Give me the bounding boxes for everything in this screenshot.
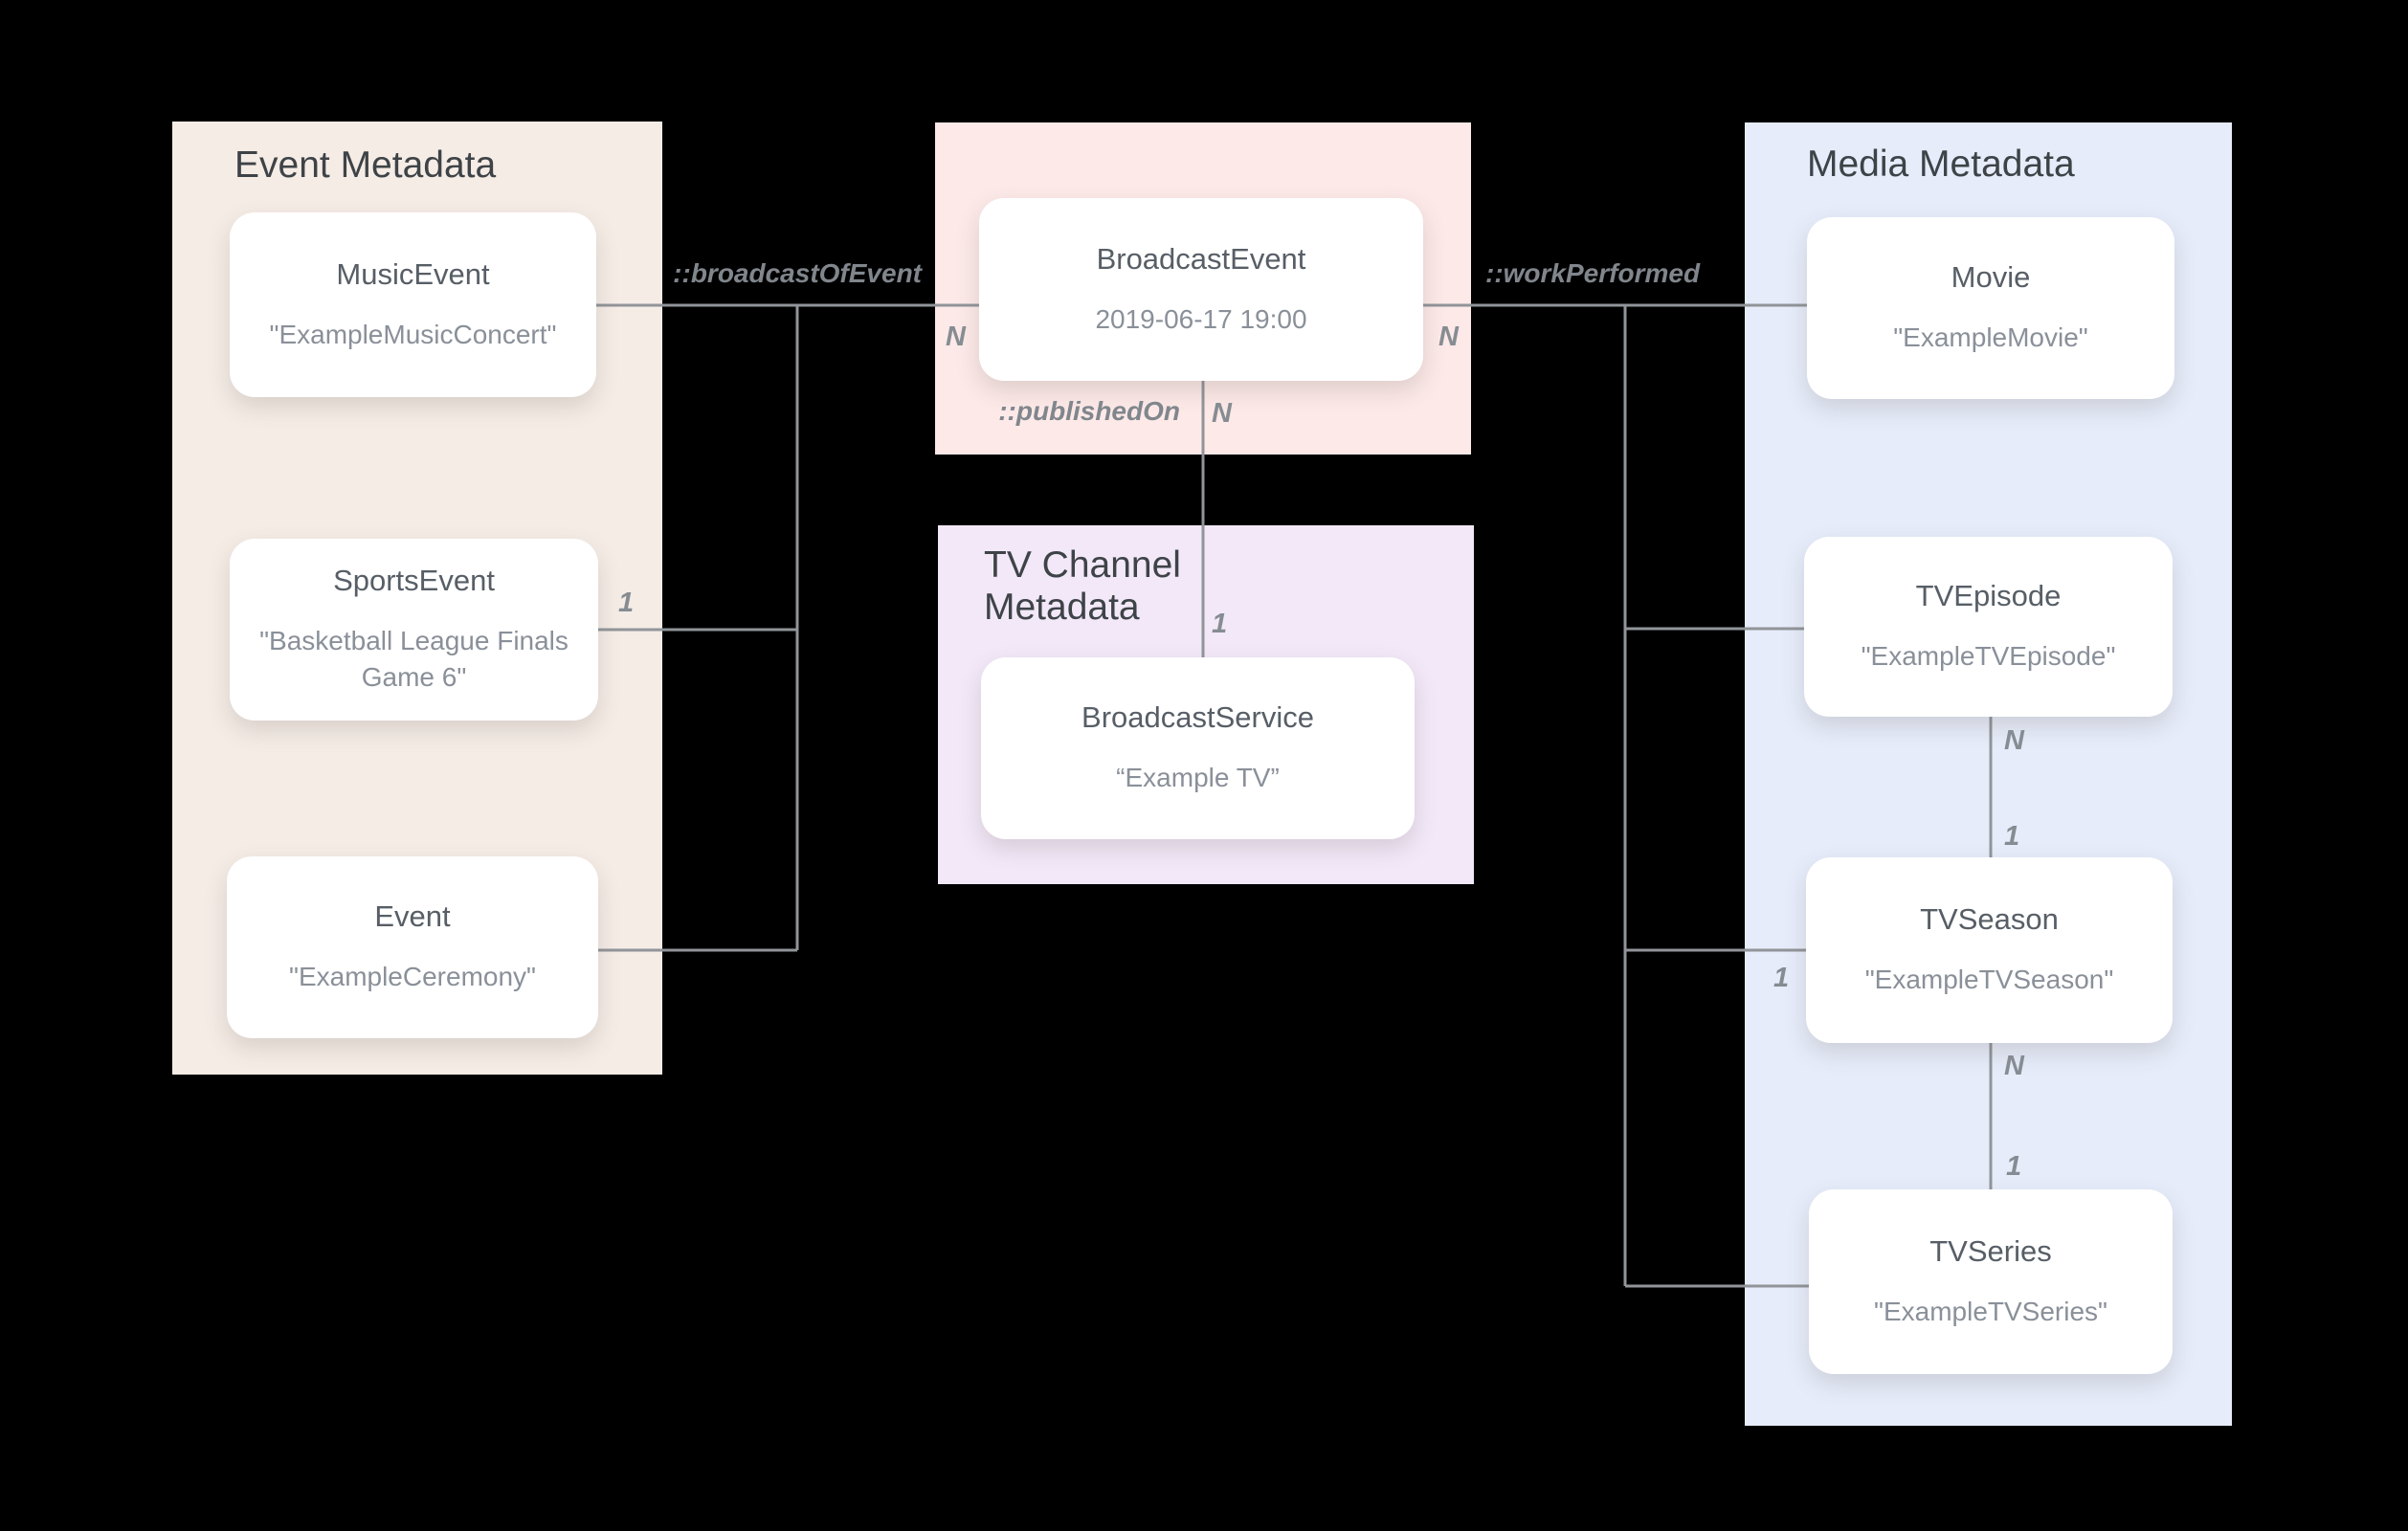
- node-broadcast-service: BroadcastService “Example TV”: [981, 657, 1415, 839]
- node-name: TVSeries: [1929, 1233, 2052, 1268]
- node-name: TVEpisode: [1915, 579, 2062, 613]
- panel-title-tv-channel-metadata: TV Channel Metadata: [984, 544, 1181, 628]
- edge-label-work-performed: ::workPerformed: [1485, 258, 1701, 288]
- node-event: Event "ExampleCeremony": [227, 856, 598, 1038]
- panel-title-event-metadata: Event Metadata: [234, 144, 497, 186]
- cardinality-n-workperformed: N: [1438, 322, 1459, 352]
- node-sports-event: SportsEvent "Basketball League Finals Ga…: [230, 539, 598, 721]
- panel-title-media-metadata: Media Metadata: [1807, 144, 2075, 185]
- cardinality-n-broadcastofevent: N: [946, 322, 966, 352]
- node-name: BroadcastService: [1081, 700, 1314, 735]
- node-broadcast-event: BroadcastEvent 2019-06-17 19:00: [979, 198, 1423, 381]
- node-name: Event: [374, 899, 451, 934]
- cardinality-1-tvseries: 1: [2006, 1151, 2022, 1182]
- cardinality-1-broadcastservice: 1: [1212, 609, 1228, 639]
- node-name: TVSeason: [1920, 902, 2059, 937]
- node-tv-series: TVSeries "ExampleTVSeries": [1809, 1189, 2173, 1374]
- node-value: "ExampleTVSeason": [1864, 965, 2114, 995]
- node-tv-episode: TVEpisode "ExampleTVEpisode": [1804, 537, 2173, 717]
- edge-label-broadcast-of-event: ::broadcastOfEvent: [673, 258, 922, 288]
- cardinality-n-tvepisode: N: [2004, 725, 2024, 756]
- node-value: "ExampleTVSeries": [1874, 1296, 2107, 1326]
- node-value: "ExampleCeremony": [289, 962, 536, 992]
- cardinality-1-tvseason-top: 1: [2004, 821, 2020, 852]
- node-value: "ExampleMovie": [1893, 322, 2088, 353]
- node-name: SportsEvent: [333, 564, 495, 598]
- node-value: 2019-06-17 19:00: [1095, 303, 1307, 334]
- cardinality-n-publishedon: N: [1212, 398, 1232, 429]
- node-value: "ExampleMusicConcert": [269, 319, 557, 349]
- node-movie: Movie "ExampleMovie": [1807, 217, 2174, 399]
- cardinality-1-sportsevent: 1: [618, 588, 635, 618]
- node-value: "ExampleTVEpisode": [1861, 641, 2116, 672]
- cardinality-1-tvseason-branch: 1: [1773, 963, 1790, 993]
- node-name: Movie: [1951, 260, 2031, 295]
- node-tv-season: TVSeason "ExampleTVSeason": [1806, 857, 2173, 1043]
- node-value: “Example TV”: [1116, 763, 1280, 793]
- node-name: BroadcastEvent: [1096, 241, 1306, 276]
- node-name: MusicEvent: [336, 256, 490, 291]
- node-music-event: MusicEvent "ExampleMusicConcert": [230, 212, 596, 397]
- node-value: "Basketball League Finals Game 6": [259, 626, 569, 692]
- edge-label-published-on: ::publishedOn: [998, 396, 1180, 426]
- cardinality-n-tvseason-bottom: N: [2004, 1051, 2024, 1081]
